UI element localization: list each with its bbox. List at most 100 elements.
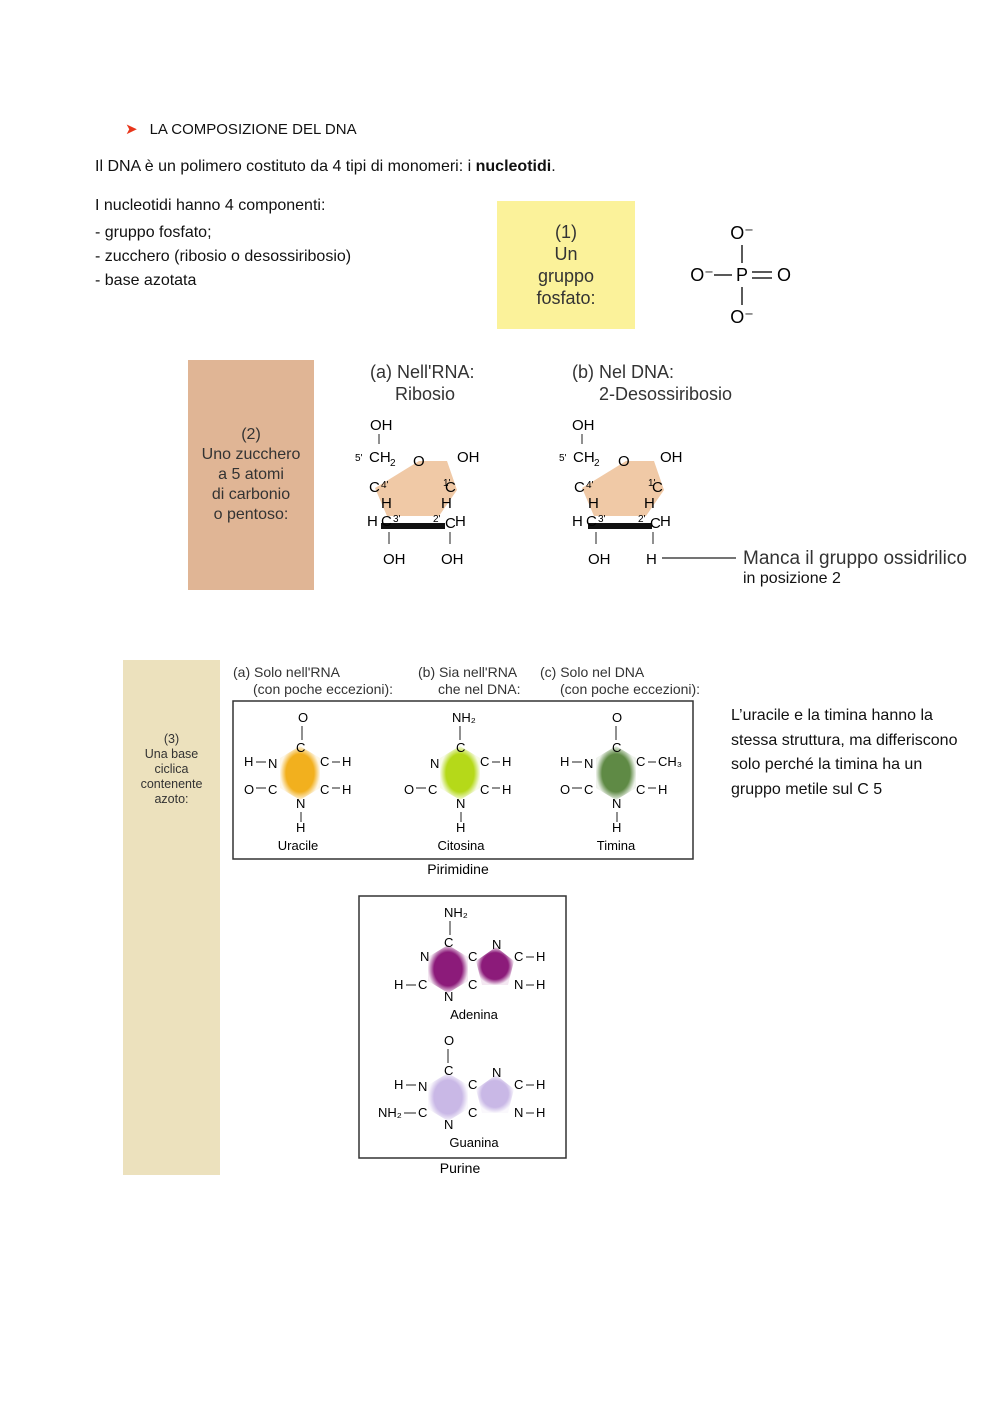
- svg-text:H: H: [560, 754, 569, 769]
- base-column-headers: (a) Solo nell'RNA (con poche eccezioni):…: [233, 664, 700, 697]
- svg-text:C: C: [480, 782, 489, 797]
- svg-text:che nel DNA:: che nel DNA:: [438, 681, 520, 697]
- adenine-structure: NH₂ C N C N C H H C C N H N Adenina: [394, 905, 545, 1022]
- svg-text:5': 5': [559, 453, 567, 464]
- svg-text:H: H: [644, 495, 655, 512]
- svg-text:C: C: [445, 479, 456, 496]
- svg-text:O: O: [612, 710, 622, 725]
- svg-text:CH: CH: [369, 449, 391, 466]
- svg-text:H: H: [455, 513, 466, 530]
- svg-text:H: H: [572, 513, 583, 530]
- svg-text:P: P: [736, 265, 748, 285]
- svg-text:C: C: [428, 782, 437, 797]
- svg-text:C: C: [468, 1077, 477, 1092]
- svg-text:H: H: [342, 782, 351, 797]
- svg-text:C: C: [468, 977, 477, 992]
- pyrimidines-diagram: O C H N C H O C C H N H Uracile NH₂ C N …: [232, 700, 694, 877]
- svg-text:(con poche eccezioni):: (con poche eccezioni):: [560, 681, 700, 697]
- thymine-structure: O C H N C CH₃ O C C H N H Timina: [560, 710, 682, 853]
- svg-text:CH: CH: [573, 449, 595, 466]
- arrow-bullet-icon: ➤: [125, 121, 138, 138]
- svg-text:N: N: [492, 937, 501, 952]
- components-title: I nucleotidi hanno 4 componenti:: [95, 197, 326, 214]
- svg-text:(b) Nel DNA:: (b) Nel DNA:: [572, 362, 674, 382]
- deoxyribose-structure: (b) Nel DNA: 2-Desossiribosio OH 5' CH 2…: [559, 362, 736, 568]
- svg-text:NH₂: NH₂: [452, 710, 476, 725]
- svg-text:C: C: [445, 515, 456, 532]
- intro-paragraph: Il DNA è un polimero costituto da 4 tipi…: [95, 158, 556, 175]
- svg-text:H: H: [536, 977, 545, 992]
- svg-text:H: H: [394, 1077, 403, 1092]
- svg-text:N: N: [444, 989, 453, 1004]
- svg-text:C: C: [636, 754, 645, 769]
- svg-text:1': 1': [443, 478, 451, 489]
- svg-text:C: C: [444, 1063, 453, 1078]
- svg-text:N: N: [612, 796, 621, 811]
- svg-text:NH₂: NH₂: [378, 1105, 402, 1120]
- svg-text:H: H: [244, 754, 253, 769]
- svg-text:OH: OH: [660, 449, 683, 466]
- svg-text:C: C: [584, 782, 593, 797]
- purine-group-label: Purine: [440, 1160, 481, 1176]
- svg-text:4': 4': [586, 480, 594, 491]
- cytosine-label: Citosina: [438, 838, 486, 853]
- svg-text:O: O: [777, 265, 791, 285]
- svg-text:O: O: [413, 453, 425, 470]
- svg-text:N: N: [418, 1079, 427, 1094]
- svg-text:H: H: [441, 495, 452, 512]
- svg-text:H: H: [381, 495, 392, 512]
- svg-text:Ribosio: Ribosio: [395, 384, 455, 404]
- svg-text:H: H: [456, 820, 465, 835]
- adenine-label: Adenina: [450, 1007, 498, 1022]
- svg-text:(c) Solo nel DNA: (c) Solo nel DNA: [540, 664, 645, 680]
- svg-text:(b) Sia nell'RNA: (b) Sia nell'RNA: [418, 664, 518, 680]
- svg-text:H: H: [588, 495, 599, 512]
- svg-text:N: N: [492, 1065, 501, 1080]
- svg-text:H: H: [536, 949, 545, 964]
- svg-text:C: C: [418, 1105, 427, 1120]
- thymine-label: Timina: [597, 838, 636, 853]
- svg-text:H: H: [536, 1077, 545, 1092]
- svg-text:3': 3': [598, 514, 606, 525]
- svg-text:C: C: [468, 949, 477, 964]
- svg-text:O: O: [560, 782, 570, 797]
- svg-text:C: C: [444, 935, 453, 950]
- svg-text:(a) Nell'RNA:: (a) Nell'RNA:: [370, 362, 474, 382]
- purines-diagram: NH₂ C N C N C H H C C N H N Adenina O C …: [358, 895, 567, 1176]
- list-item: - base azotata: [95, 272, 197, 289]
- svg-text:1': 1': [648, 478, 656, 489]
- svg-text:5': 5': [355, 453, 363, 464]
- svg-text:OH: OH: [441, 551, 464, 568]
- phosphate-panel: (1) Un gruppo fosfato:: [497, 201, 635, 329]
- heading-text: LA COMPOSIZIONE DEL DNA: [149, 120, 357, 138]
- svg-text:2: 2: [390, 458, 396, 469]
- svg-text:H: H: [658, 782, 667, 797]
- guanine-label: Guanina: [449, 1135, 499, 1150]
- list-item: - gruppo fosfato;: [95, 224, 212, 241]
- svg-text:C: C: [650, 515, 661, 532]
- sugar-panel: (2) Uno zucchero a 5 atomi di carbonio o…: [188, 360, 314, 590]
- svg-text:2': 2': [638, 514, 646, 525]
- svg-text:H: H: [502, 782, 511, 797]
- svg-text:N: N: [514, 1105, 523, 1120]
- svg-text:(a) Solo nell'RNA: (a) Solo nell'RNA: [233, 664, 341, 680]
- ribose-structure: (a) Nell'RNA: Ribosio OH 5' CH 2 O OH C …: [355, 362, 480, 568]
- svg-text:H: H: [660, 513, 671, 530]
- svg-text:H: H: [646, 551, 657, 568]
- svg-text:H: H: [394, 977, 403, 992]
- svg-text:OH: OH: [588, 551, 611, 568]
- svg-text:O: O: [244, 782, 254, 797]
- svg-text:C: C: [369, 479, 380, 496]
- svg-text:H: H: [536, 1105, 545, 1120]
- svg-text:C: C: [268, 782, 277, 797]
- svg-text:N: N: [444, 1117, 453, 1132]
- cytosine-structure: NH₂ C N C H O C C H N H Citosina: [404, 710, 511, 853]
- svg-text:N: N: [430, 756, 439, 771]
- svg-text:C: C: [468, 1105, 477, 1120]
- svg-text:O: O: [404, 782, 414, 797]
- svg-text:C: C: [514, 1077, 523, 1092]
- svg-text:N: N: [420, 949, 429, 964]
- svg-text:4': 4': [381, 480, 389, 491]
- svg-text:OH: OH: [457, 449, 480, 466]
- svg-text:2': 2': [433, 514, 441, 525]
